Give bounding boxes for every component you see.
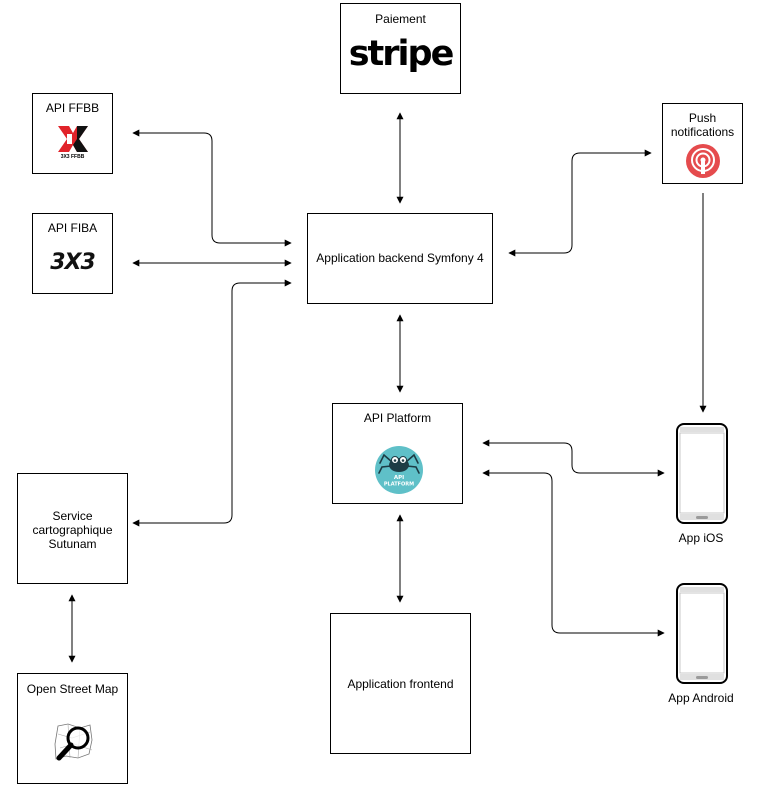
fiba-3x3-logo: 3X3: [50, 250, 96, 275]
smartphone-icon-android[interactable]: [676, 583, 730, 685]
node-api-platform[interactable]: API Platform API PLATFORM: [332, 403, 463, 504]
edge-apiplatform-ios: [482, 439, 665, 477]
smartphone-icon-ios[interactable]: [676, 423, 730, 525]
app-android-label: App Android: [668, 691, 734, 705]
backend-label: Application backend Symfony 4: [316, 251, 484, 265]
carto-label-line1: Service: [52, 509, 93, 523]
carto-label-line2: cartographique: [32, 523, 113, 537]
edge-apiplatform-android: [482, 469, 665, 637]
api-fiba-label: API FIBA: [47, 221, 98, 235]
magnifier-map-icon: [54, 723, 93, 761]
api-platform-logo-line1: API: [394, 475, 404, 481]
node-open-street-map[interactable]: Open Street Map: [17, 673, 128, 784]
node-api-fiba[interactable]: API FIBA 3X3: [32, 213, 113, 294]
stripe-logo: stripe: [348, 34, 455, 74]
carto-label-line3: Sutunam: [48, 537, 97, 551]
push-label-line2: notifications: [670, 125, 735, 139]
api-ffbb-label: API FFBB: [45, 101, 100, 115]
push-label-line1: Push: [688, 111, 717, 125]
edge-backend-push: [508, 149, 652, 257]
paiement-label: Paiement: [375, 12, 426, 26]
osm-label: Open Street Map: [26, 682, 119, 696]
node-push-notifications[interactable]: Push notifications: [662, 103, 743, 184]
node-application-frontend[interactable]: Application frontend: [330, 613, 471, 754]
api-platform-label: API Platform: [363, 411, 432, 425]
api-platform-spider-logo: API PLATFORM: [375, 446, 423, 494]
api-platform-logo-line2: PLATFORM: [384, 482, 414, 488]
app-ios-label: App iOS: [678, 531, 724, 545]
edge-ffbb-backend: [132, 129, 292, 247]
ffbb-3x3-logo: [58, 126, 88, 152]
node-paiement[interactable]: Paiement stripe: [340, 3, 461, 94]
node-service-cartographique[interactable]: Service cartographique Sutunam: [17, 473, 128, 584]
ffbb-logo-caption: 3X3 FFBB: [60, 154, 85, 160]
edge-carto-backend: [132, 279, 292, 527]
frontend-label: Application frontend: [347, 677, 454, 691]
node-api-ffbb[interactable]: API FFBB 3X3 FFBB: [32, 93, 113, 174]
onesignal-icon: [686, 144, 720, 178]
node-application-backend[interactable]: Application backend Symfony 4: [307, 213, 493, 304]
